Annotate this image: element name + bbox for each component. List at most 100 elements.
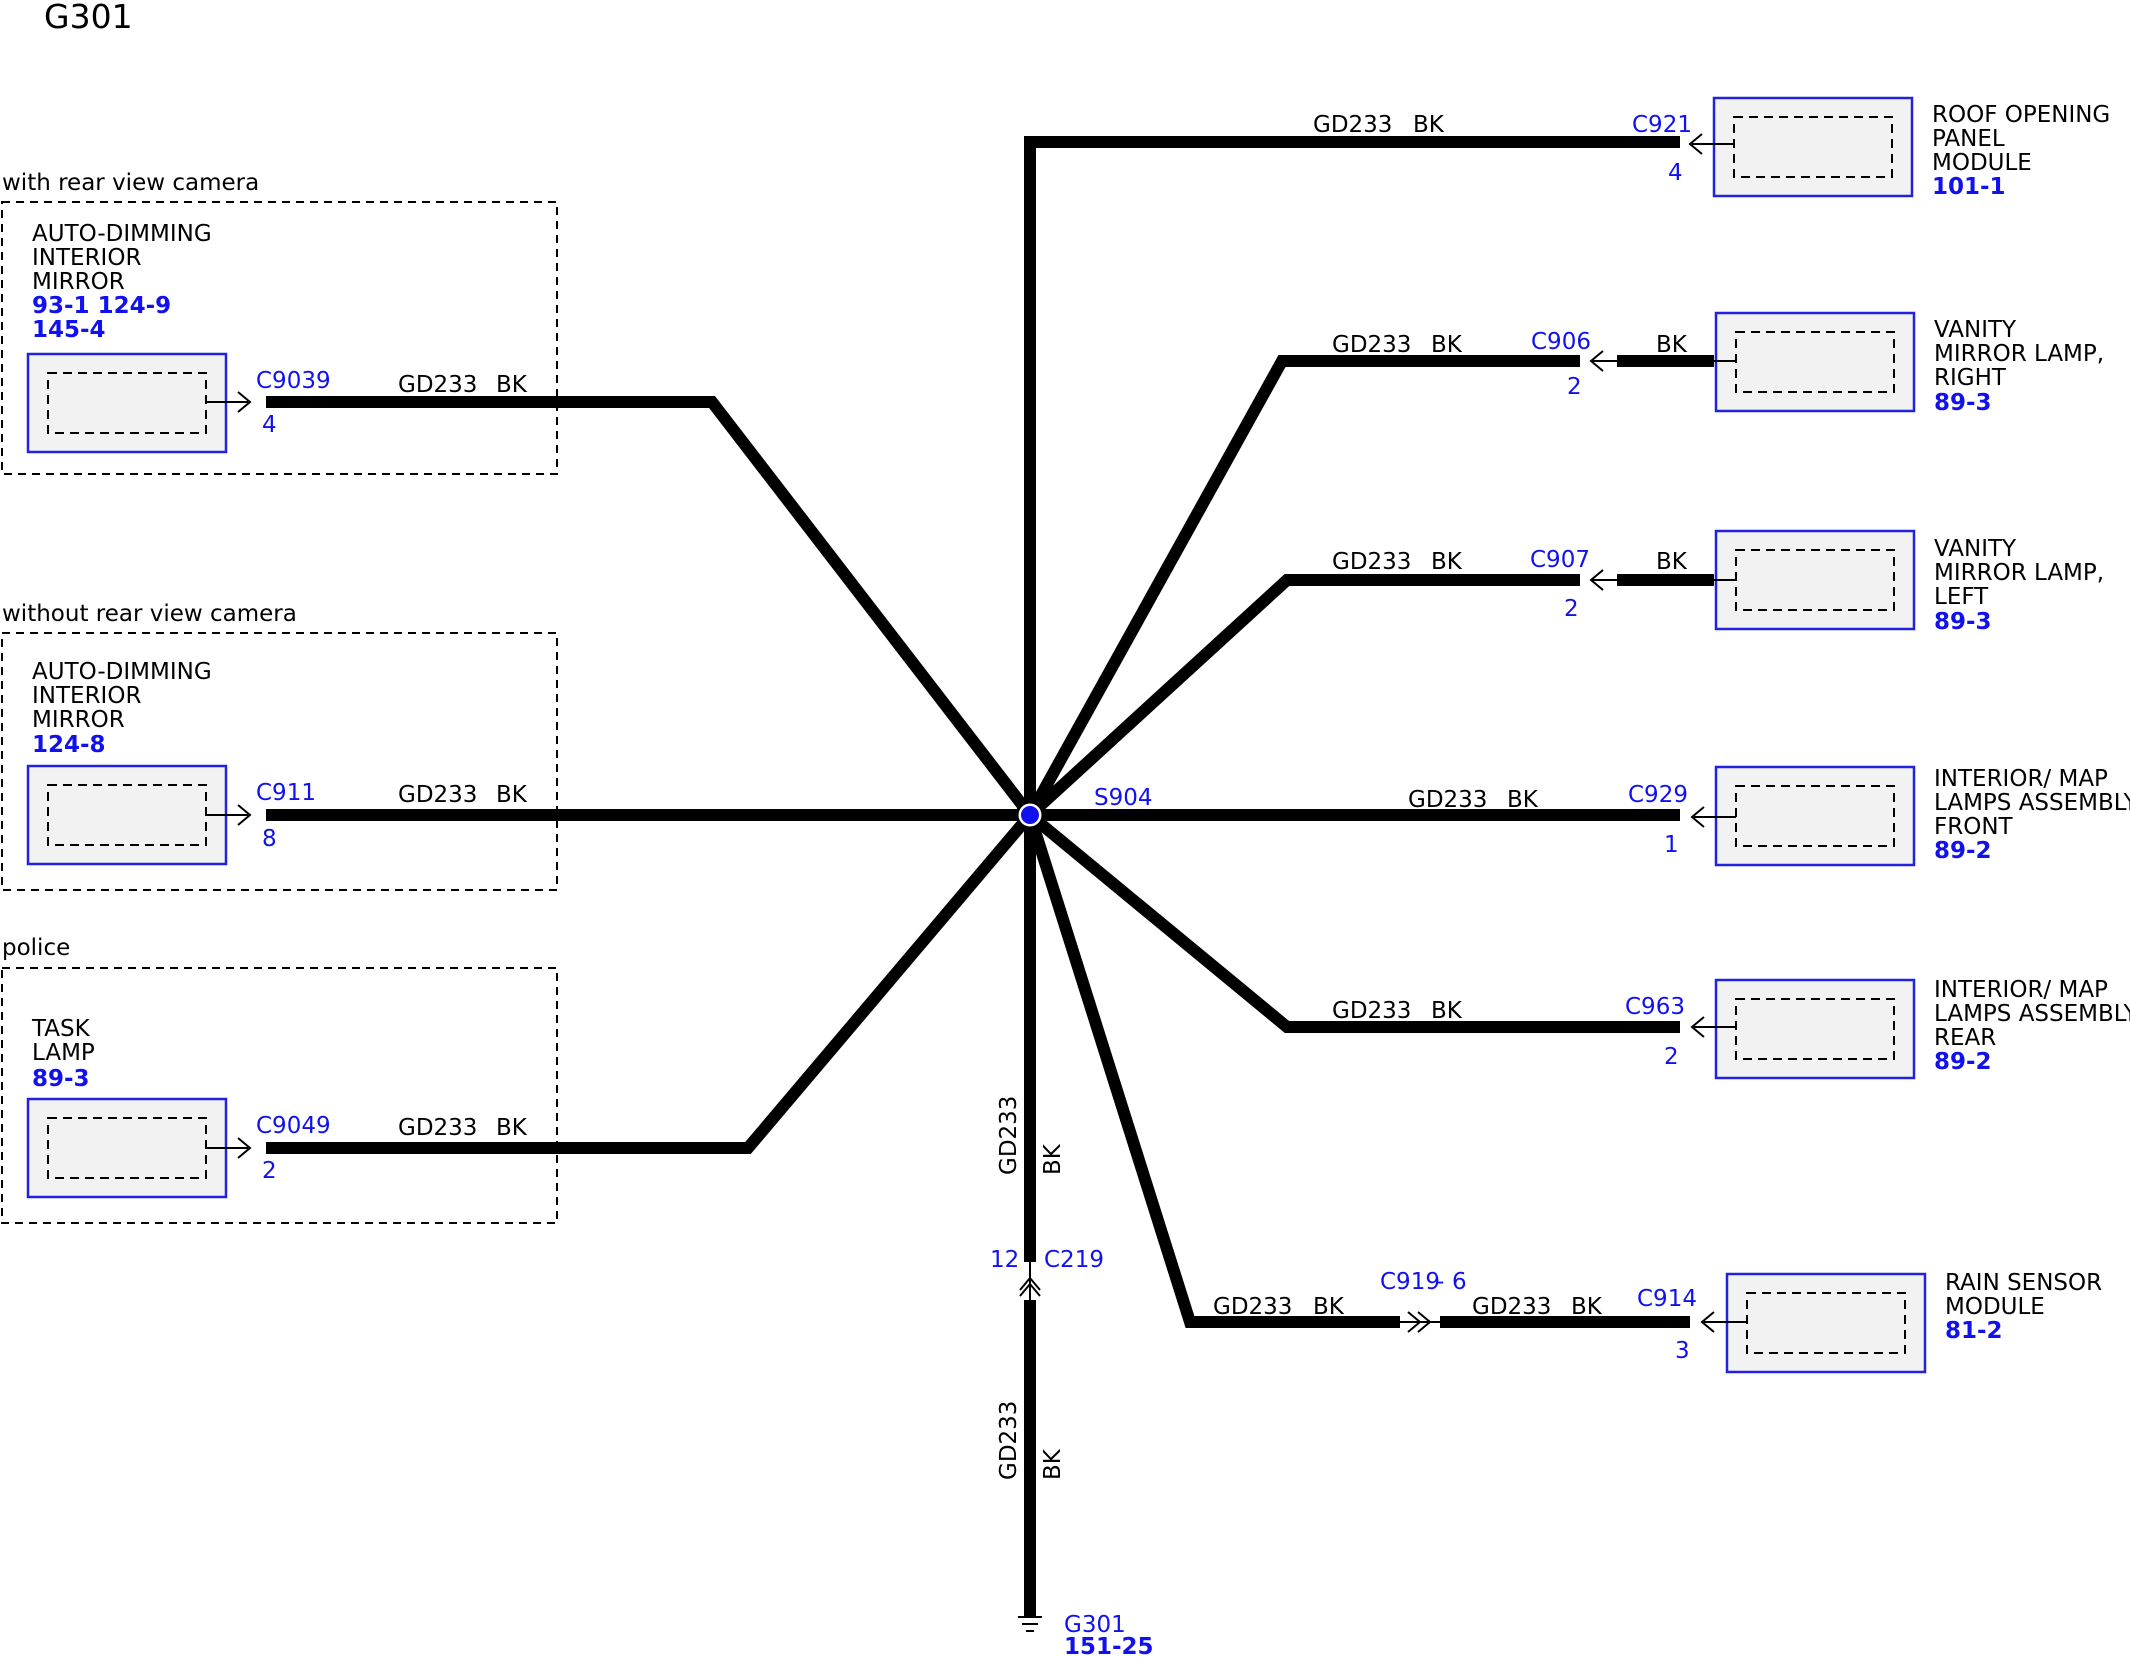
pin-label: 2 xyxy=(262,1158,277,1184)
wire-color-label: BK xyxy=(496,782,528,808)
wire-color-label: BK xyxy=(1431,332,1463,358)
wire-color-label: BK xyxy=(1571,1294,1603,1320)
connector-arrow xyxy=(237,391,252,413)
component-vanity-mirror-lamp-left: C907 2 GD233 BK BK VANITY MIRROR LAMP, L… xyxy=(1332,529,2104,635)
wire-c9049 xyxy=(266,811,1035,1154)
option-group-label: without rear view camera xyxy=(2,601,297,627)
component-name-line: TASK xyxy=(31,1016,91,1042)
component-interior-map-lamps-rear: C963 2 GD233 BK INTERIOR/ MAP LAMPS ASSE… xyxy=(1332,977,2130,1080)
circuit-label: GD233 xyxy=(398,372,477,398)
component-name-line: MIRROR LAMP, xyxy=(1934,560,2104,586)
inline-connector-id: C919 xyxy=(1380,1269,1440,1295)
component-name-line: VANITY xyxy=(1934,536,2017,562)
component-box xyxy=(1712,96,1914,198)
wire-c907 xyxy=(1025,574,1580,820)
component-box xyxy=(1725,1272,1927,1374)
component-box xyxy=(26,352,228,454)
component-box xyxy=(26,1097,228,1199)
component-box xyxy=(26,764,228,866)
component-name-line: AUTO-DIMMING xyxy=(32,659,212,685)
wire-color-label: BK xyxy=(1431,549,1463,575)
component-inner xyxy=(1733,116,1893,178)
component-box xyxy=(1714,311,1916,413)
circuit-label: GD233 xyxy=(1332,332,1411,358)
component-name-line: RIGHT xyxy=(1934,365,2007,391)
component-name-line: VANITY xyxy=(1934,317,2017,343)
component-name-line: LAMPS ASSEMBLY, xyxy=(1934,790,2130,816)
pin-label: 4 xyxy=(1668,160,1683,186)
connector-label: C907 xyxy=(1530,547,1590,573)
component-name-line: INTERIOR/ MAP xyxy=(1934,977,2108,1003)
component-ref: 89-3 xyxy=(32,1066,90,1092)
component-ref: 93-1 124-9 xyxy=(32,293,171,319)
component-name-line: ROOF OPENING xyxy=(1932,102,2110,128)
connector-arrow xyxy=(1700,1311,1715,1333)
connector-c219-arrow xyxy=(1019,1282,1041,1297)
component-name-line: LEFT xyxy=(1934,584,1989,610)
component-name-line: FRONT xyxy=(1934,814,2014,840)
component-auto-dimming-mirror-rvc: AUTO-DIMMING INTERIOR MIRROR 93-1 124-9 … xyxy=(26,221,528,454)
component-ref: 81-2 xyxy=(1945,1318,2003,1344)
wire-color-label-2: BK xyxy=(1656,549,1688,575)
component-ref: 101-1 xyxy=(1932,174,2006,200)
connector-arrow xyxy=(237,804,252,826)
component-name-line: PANEL xyxy=(1932,126,2005,152)
pin-label: 2 xyxy=(1664,1044,1679,1070)
circuit-label: GD233 xyxy=(398,782,477,808)
component-name-line: INTERIOR xyxy=(32,245,141,271)
component-ref: 89-2 xyxy=(1934,1049,1992,1075)
wire-c906 xyxy=(1024,355,1580,818)
pin-label: 3 xyxy=(1675,1338,1690,1364)
wire-c963 xyxy=(1026,810,1680,1033)
component-ref: 89-2 xyxy=(1934,838,1992,864)
connector-arrow xyxy=(1690,1016,1705,1038)
option-group-box xyxy=(1,201,558,475)
connector-label: C963 xyxy=(1625,994,1685,1020)
wire-color-label: BK xyxy=(1507,787,1539,813)
component-name-line: LAMPS ASSEMBLY, xyxy=(1934,1001,2130,1027)
component-ref: 145-4 xyxy=(32,317,106,343)
component-roof-opening-panel-module: C921 4 GD233 BK ROOF OPENING PANEL MODUL… xyxy=(1313,96,2110,200)
wire-color-label: BK xyxy=(496,372,528,398)
component-name-line: MODULE xyxy=(1945,1294,2045,1320)
component-interior-map-lamps-front: C929 1 GD233 BK INTERIOR/ MAP LAMPS ASSE… xyxy=(1408,765,2130,867)
circuit-label: GD233 xyxy=(1408,787,1487,813)
option-group-rear-camera: with rear view camera xyxy=(1,170,558,475)
component-ref: 89-3 xyxy=(1934,609,1992,635)
component-name-line: MIRROR xyxy=(32,269,125,295)
connector-arrow xyxy=(1688,133,1703,155)
inline-connector-label: C919-6 xyxy=(1380,1269,1467,1295)
component-inner xyxy=(1735,998,1895,1060)
wire-color-label: BK xyxy=(496,1115,528,1141)
connector-label: C914 xyxy=(1637,1286,1697,1312)
splice-s904 xyxy=(1021,806,1039,824)
ground-label: G301 xyxy=(1064,1612,1126,1638)
wires xyxy=(266,136,1714,1617)
connector-arrow xyxy=(1690,806,1705,828)
component-name-line: MIRROR LAMP, xyxy=(1934,341,2104,367)
pin-label: 4 xyxy=(262,412,277,438)
component-rain-sensor-module: C914 3 GD233 BK RAIN SENSOR MODULE 81-2 … xyxy=(1213,1269,2102,1374)
wire-color-label-2: BK xyxy=(1656,332,1688,358)
option-group-label: with rear view camera xyxy=(2,170,259,196)
wire-c921 xyxy=(1024,136,1680,815)
circuit-label: GD233 xyxy=(1472,1294,1551,1320)
component-vanity-mirror-lamp-right: C906 2 GD233 BK BK VANITY MIRROR LAMP, R… xyxy=(1332,311,2104,416)
wire-c9039 xyxy=(266,396,1035,819)
component-name-line: RAIN SENSOR xyxy=(1945,1270,2102,1296)
component-name-line: INTERIOR/ MAP xyxy=(1934,766,2108,792)
connector-label: C906 xyxy=(1531,329,1591,355)
component-name-line: AUTO-DIMMING xyxy=(32,221,212,247)
component-name-line: INTERIOR xyxy=(32,683,141,709)
circuit-label-vertical: GD233 xyxy=(996,1401,1022,1480)
connector-label: C219 xyxy=(1044,1247,1104,1273)
pin-label: 2 xyxy=(1567,374,1582,400)
inline-connector-arrow xyxy=(1417,1311,1432,1333)
component-ref: 89-3 xyxy=(1934,390,1992,416)
connector-label: C9039 xyxy=(256,368,331,394)
option-group-label: police xyxy=(2,935,70,961)
inline-connector-arrow xyxy=(1407,1311,1422,1333)
wire-color-label-vertical: BK xyxy=(1040,1143,1066,1175)
wire-c919 xyxy=(1024,813,1400,1328)
